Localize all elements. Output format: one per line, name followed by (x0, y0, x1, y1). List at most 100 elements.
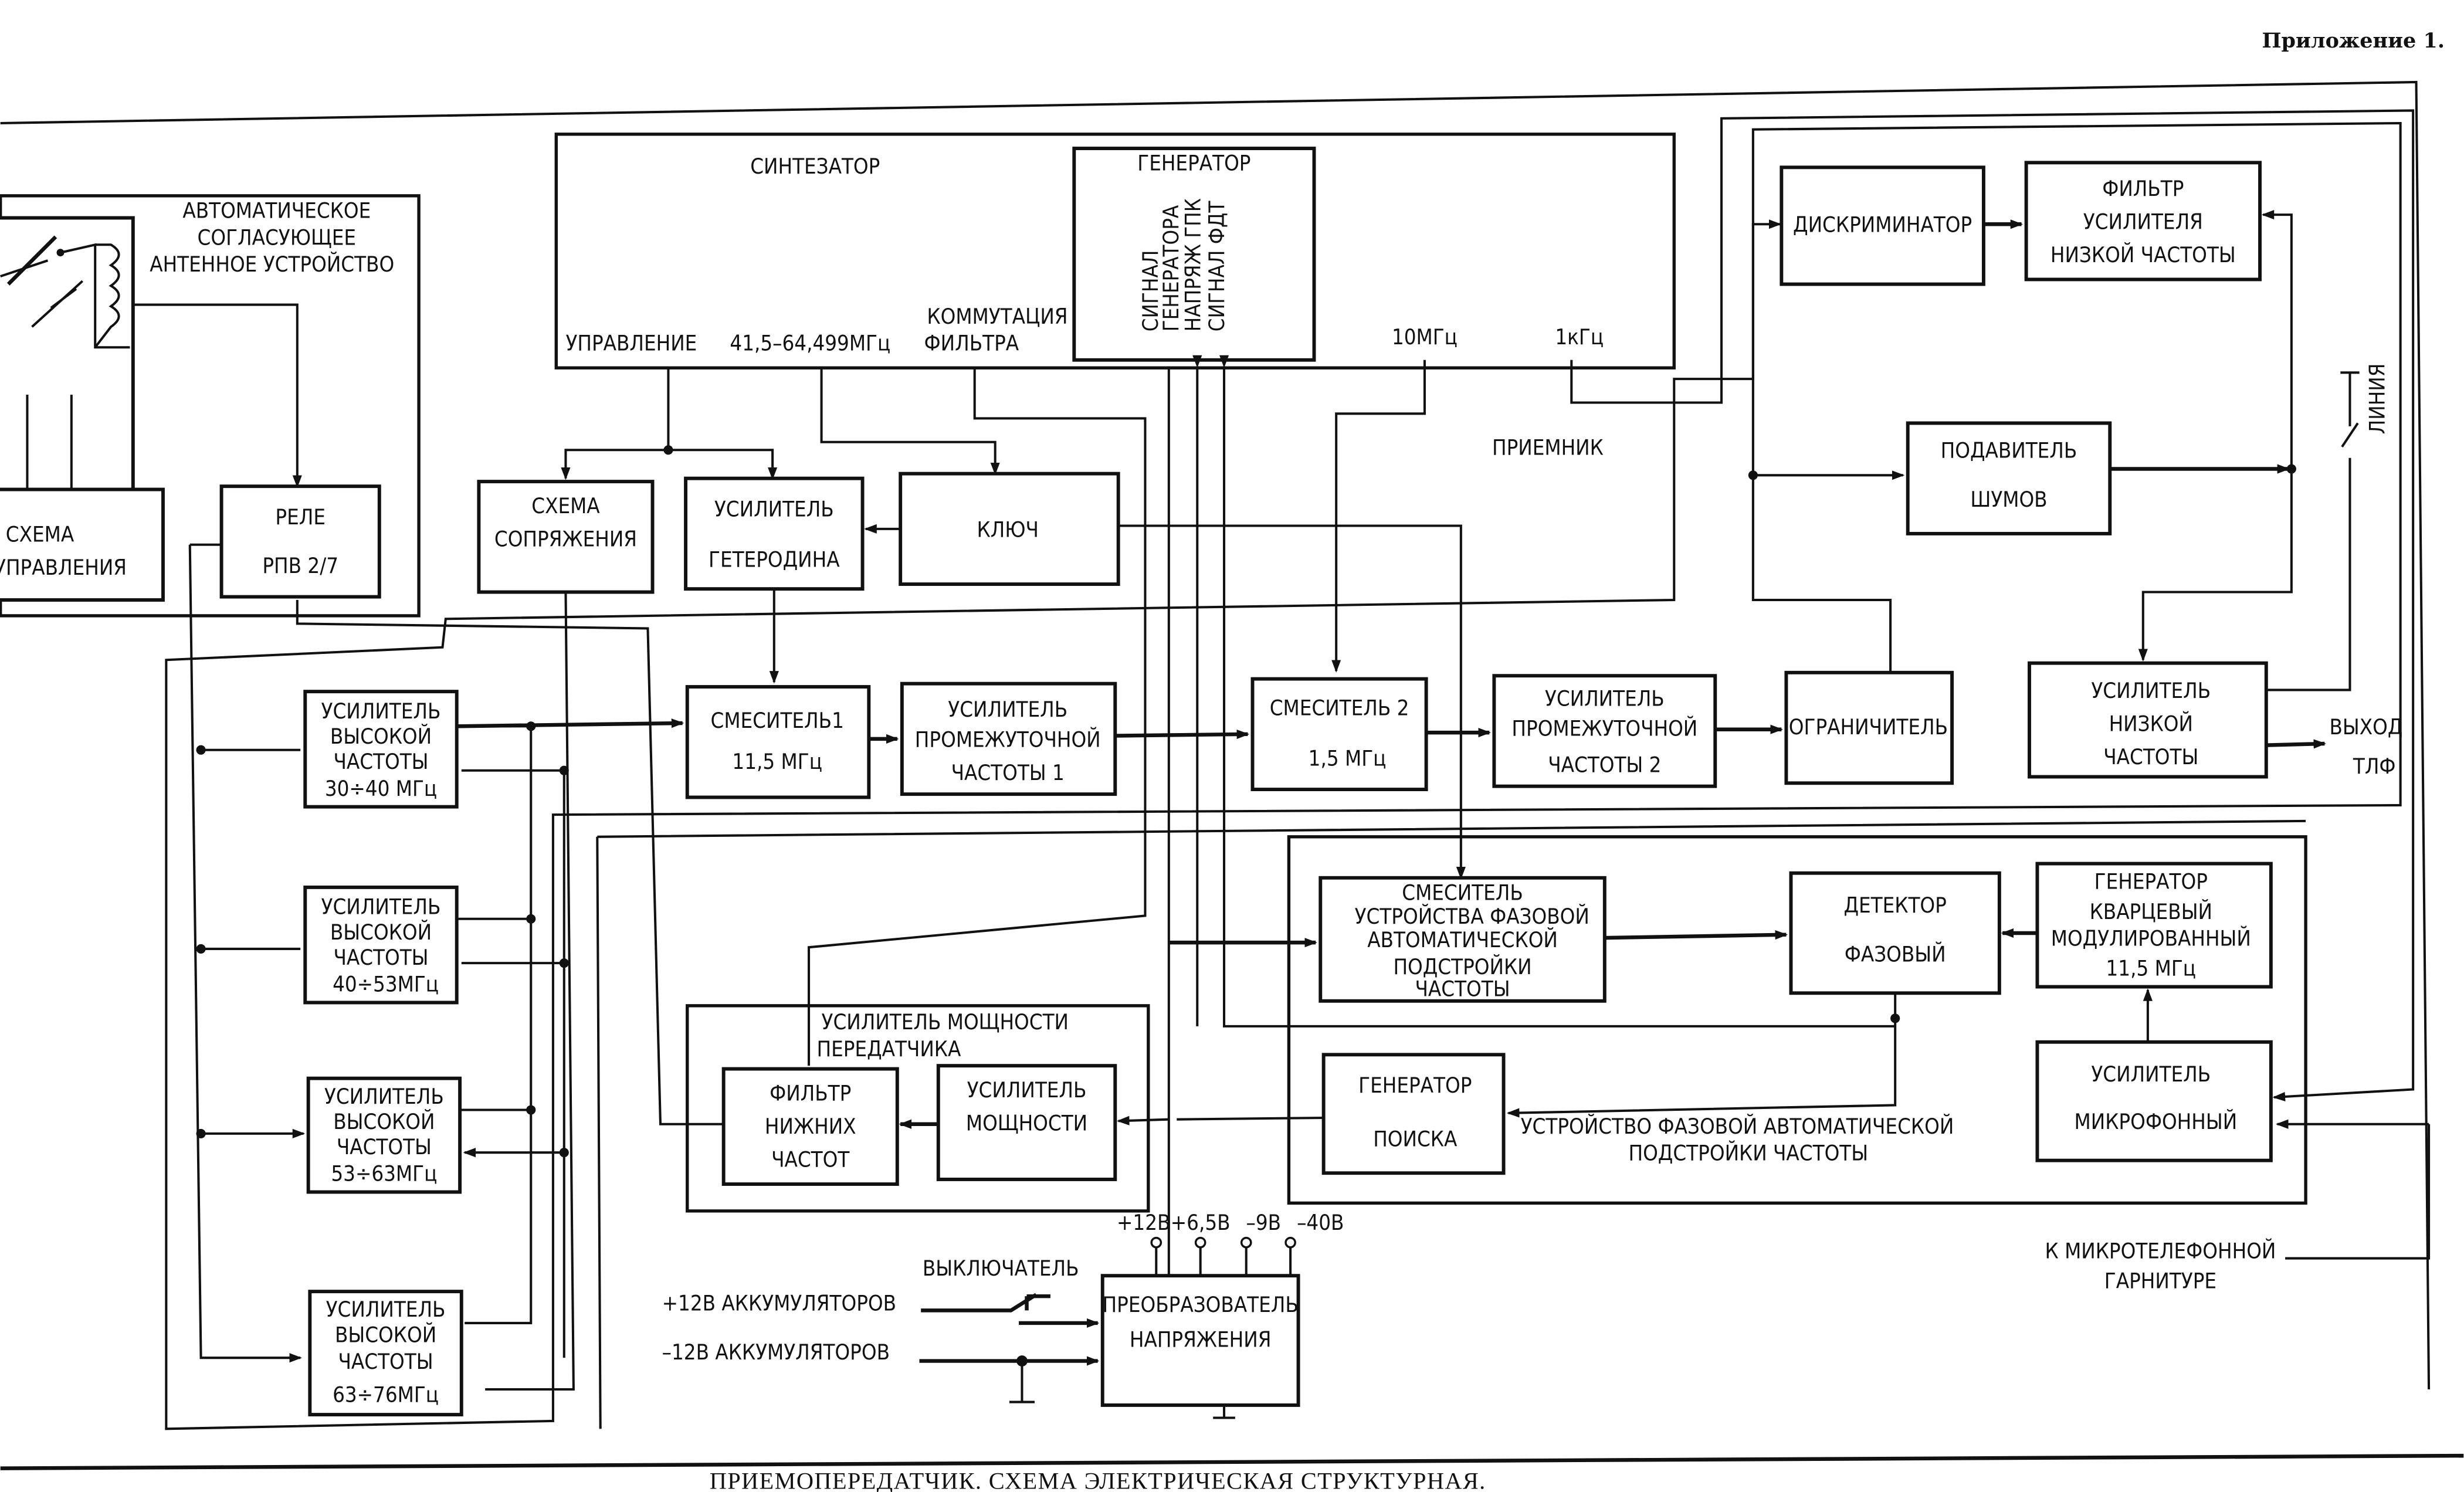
search-gen-l2: ПОИСКА (1373, 1126, 1458, 1151)
power-outputs: +12В +6,5В –9В –40В (1117, 1210, 1344, 1276)
relay-block[interactable] (219, 484, 381, 599)
rf-amp-2[interactable]: УСИЛИТЕЛЬ ВЫСОКОЙ ЧАСТОТЫ 40÷53МГц (303, 885, 459, 1005)
antenna-tuner-title-2: СОГЛАСУЮЩЕЕ (198, 225, 357, 250)
if1-block[interactable] (900, 681, 1117, 796)
lf-filter-l2: УСИЛИТЕЛЯ (2083, 209, 2203, 234)
pwr-out-1: +12В (1117, 1210, 1170, 1235)
lpf-l3: ЧАСТОТ (771, 1147, 850, 1172)
wire-switching (808, 368, 1147, 1066)
xtal-gen-l2: КВАРЦЕВЫЙ (2090, 899, 2212, 924)
discriminator-label: ДИСКРИМИНАТОР (1793, 212, 1972, 238)
mixer1-l2: 11,5 МГц (732, 749, 822, 774)
rf3-l1: УСИЛИТЕЛЬ (324, 1084, 444, 1109)
wire-1khz (1570, 109, 2415, 1101)
rf3-l4: 53÷63МГц (331, 1161, 437, 1186)
rf3-l3: ЧАСТОТЫ (337, 1134, 432, 1159)
pwr-out-4: –40В (1297, 1210, 1344, 1235)
control-scheme-label-1: СХЕМА (6, 521, 74, 547)
if1-l1: УСИЛИТЕЛЬ (948, 697, 1067, 722)
limiter-block[interactable] (1784, 670, 1954, 785)
rf1-l2: ВЫСОКОЙ (330, 724, 432, 749)
terminal-icon (1240, 1236, 1252, 1249)
key-block[interactable] (899, 472, 1120, 586)
converter-l1: ПРЕОБРАЗОВАТЕЛЬ (1103, 1292, 1299, 1317)
antenna-tuner-title-3: АНТЕННОЕ УСТРОЙСТВО (150, 252, 394, 277)
afc-mixer-l5: ЧАСТОТЫ (1415, 976, 1510, 1002)
control-scheme-block[interactable] (0, 487, 165, 602)
line-label: ЛИНИЯ (2365, 364, 2390, 435)
wire-af-line (2266, 457, 2351, 691)
phase-det-l2: ФАЗОВЫЙ (1845, 941, 1946, 967)
rf-amp-3[interactable]: УСИЛИТЕЛЬ ВЫСОКОЙ ЧАСТОТЫ 53÷63МГц (306, 1076, 462, 1194)
mic-amp-block[interactable] (2035, 1040, 2273, 1162)
af-amp-l2: НИЗКОЙ (2109, 711, 2193, 736)
rf-amp-4[interactable]: УСИЛИТЕЛЬ ВЫСОКОЙ ЧАСТОТЫ 63÷76МГц (308, 1290, 463, 1417)
search-gen-l1: ГЕНЕРАТОР (1358, 1073, 1472, 1098)
generator-signal-2: ГЕНЕРАТОРА (1158, 205, 1184, 331)
control-scheme-label-2: УПРАВЛЕНИЯ (0, 555, 127, 580)
wire-afc-left (596, 836, 602, 1429)
lf-filter-l3: НИЗКОЙ ЧАСТОТЫ (2050, 242, 2236, 267)
tx-pa-group (686, 1004, 1150, 1213)
mixer2-block[interactable] (1250, 677, 1428, 791)
if1-l3: ЧАСТОТЫ 1 (951, 760, 1065, 785)
generator-signal-4: СИГНАЛ ФДТ (1204, 201, 1229, 332)
if2-block[interactable] (1492, 674, 1717, 788)
synth-10mhz-label: 10МГц (1392, 324, 1458, 350)
terminal-icon (1194, 1236, 1206, 1249)
mixer1-block[interactable] (685, 685, 871, 799)
wire-limiter-disc (1751, 219, 1892, 673)
lo-amp-block[interactable] (684, 476, 865, 591)
outer-frame (0, 80, 2431, 1390)
converter-block[interactable] (1100, 1274, 1300, 1407)
afc-group (1287, 835, 2307, 1205)
lpf-l2: НИЖНИХ (765, 1114, 856, 1139)
interface-block[interactable] (477, 480, 655, 594)
ground-icon (1213, 1405, 1235, 1419)
rf-amp-1[interactable]: УСИЛИТЕЛЬ ВЫСОКОЙ ЧАСТОТЫ 30÷40 МГц (303, 690, 459, 809)
line-switch-icon (2340, 371, 2360, 447)
lpf-l1: ФИЛЬТР (770, 1080, 851, 1106)
af-amp-block[interactable] (2028, 661, 2268, 779)
generator-block[interactable]: ГЕНЕРАТОР СИГНАЛ ГЕНЕРАТОРА НАПРЯЖ ГПК С… (1072, 147, 1316, 362)
tx-pa-title-1: УСИЛИТЕЛЬ МОЩНОСТИ (822, 1009, 1069, 1035)
terminal-icon (1284, 1236, 1296, 1249)
pa-l1: УСИЛИТЕЛЬ (967, 1077, 1087, 1103)
synth-1khz-label: 1кГц (1555, 324, 1604, 350)
lpf-block[interactable] (721, 1067, 899, 1186)
pwr-out-3: –9В (1246, 1210, 1282, 1235)
mixer1-l1: СМЕСИТЕЛЬ1 (711, 708, 844, 733)
search-gen-block[interactable] (1321, 1053, 1506, 1175)
wire-pd-search (1506, 993, 1897, 1118)
synthesizer-group: СИНТЕЗАТОР УПРАВЛЕНИЕ 41,5–64,499МГц КОМ… (554, 133, 1676, 369)
lo-amp-label-2: ГЕТЕРОДИНА (709, 547, 840, 572)
wire-rf-mixer1 (456, 718, 684, 728)
wire-key-afc (1118, 524, 1466, 880)
wire-relay-rf (188, 543, 300, 1358)
synth-range-label: 41,5–64,499МГц (730, 331, 890, 356)
xtal-gen-block[interactable] (2035, 862, 2273, 989)
receiver-title: ПРИЕМНИК (1492, 435, 1604, 460)
phase-detector-block[interactable] (1789, 871, 2001, 995)
wire-search-pa (1119, 1118, 1324, 1121)
minus-battery-label: –12В АККУМУЛЯТОРОВ (662, 1340, 890, 1365)
power-switch-icon[interactable] (921, 1293, 1050, 1313)
wire-filter-loop (2261, 210, 2293, 471)
rf-bus-wires (196, 721, 569, 1358)
lf-filter-block[interactable] (2024, 161, 2262, 282)
generator-signal-3: НАПРЯЖ ГПК (1181, 198, 1206, 331)
rf3-l2: ВЫСОКОЙ (333, 1109, 435, 1134)
lf-filter-l1: ФИЛЬТР (2102, 176, 2184, 201)
wire-af-out (2266, 739, 2327, 749)
squelch-block[interactable] (1906, 421, 2112, 535)
rf2-l3: ЧАСТОТЫ (333, 945, 428, 970)
afc-title-1: УСТРОЙСТВО ФАЗОВОЙ АВТОМАТИЧЕСКОЙ (1521, 1114, 1954, 1139)
discriminator-block[interactable] (1780, 165, 1985, 286)
ground-icon-2 (1009, 1361, 1035, 1403)
relay-label-2: РПВ 2/7 (262, 553, 338, 578)
pwr-out-2: +6,5В (1171, 1210, 1231, 1235)
afc-mixer-block[interactable] (1319, 876, 1606, 1003)
rf4-l1: УСИЛИТЕЛЬ (326, 1297, 446, 1322)
wire-gen-3 (1219, 355, 1896, 1028)
